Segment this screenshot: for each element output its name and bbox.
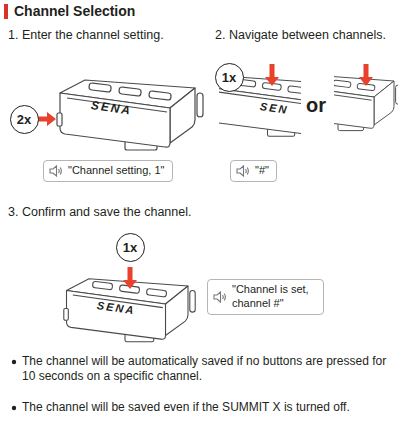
press-count: 1x: [116, 233, 145, 262]
press-count: 2x: [10, 105, 39, 134]
press-count-text: 1x: [123, 240, 137, 255]
device-outline: [67, 291, 166, 340]
voice-prompt: "Channel is set, channel #": [207, 279, 324, 315]
device-outline: [89, 83, 112, 93]
press-count-text: 2x: [17, 112, 31, 127]
press-arrows: [34, 64, 373, 289]
device-outline: [60, 93, 170, 147]
note-text: The channel will be automatically saved …: [22, 354, 398, 384]
device-outline: [219, 88, 301, 134]
section-title: Channel Selection: [14, 3, 135, 20]
voice-prompt: "#": [230, 160, 277, 182]
device-outline: [334, 80, 351, 88]
device-outline: [119, 87, 142, 97]
press-count-text: 1x: [222, 70, 236, 85]
device-outline: [64, 309, 69, 321]
prompt-text: "Channel setting, 1": [68, 164, 164, 178]
device-outline: [334, 89, 372, 100]
speaker-icon: [213, 291, 227, 303]
device-outline: [288, 86, 301, 94]
device-outline: [57, 113, 62, 126]
voice-prompt: "Channel setting, 1": [43, 160, 173, 182]
press-arrow: [123, 267, 137, 289]
device-outline: [334, 85, 374, 128]
speaker-icon: [49, 165, 63, 177]
device-outline: [146, 288, 166, 297]
press-arrow: [359, 64, 373, 86]
device-outline: [149, 91, 172, 101]
device-outline: [374, 81, 394, 125]
press-count: 1x: [215, 63, 244, 92]
press-arrow: [265, 64, 279, 86]
note-text: The channel will be saved even if the SU…: [22, 400, 398, 415]
step-heading: 3. Confirm and save the channel.: [8, 205, 191, 220]
prompt-text: "Channel is set, channel #": [232, 283, 316, 311]
headset-unit: [57, 80, 203, 150]
or-word: or: [306, 93, 326, 117]
bullet-dot: [12, 406, 16, 410]
bullet-dot: [12, 360, 16, 364]
device-outline: [197, 93, 203, 117]
speaker-icon: [236, 165, 250, 177]
device-outline: [92, 281, 112, 290]
step-heading: 2. Navigate between channels.: [215, 28, 386, 43]
prompt-text: "#": [255, 164, 269, 178]
step-heading: 1. Enter the channel setting.: [8, 28, 164, 43]
device-outline: [170, 88, 195, 143]
title-bar: [4, 4, 8, 19]
device-outline: [166, 286, 189, 336]
device-outline: [396, 85, 398, 104]
device-outline: [190, 291, 195, 313]
